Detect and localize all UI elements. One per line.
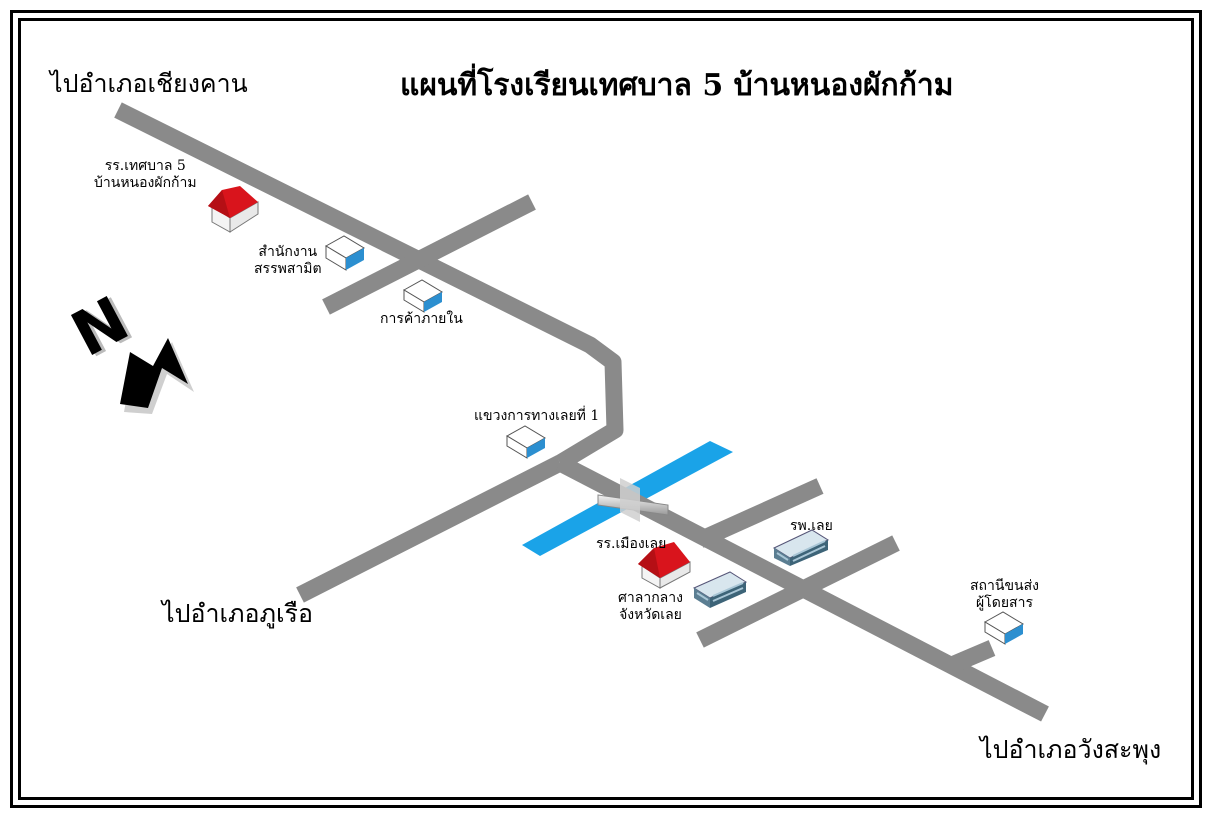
label-muang-school: รร.เมืองเลย [596,536,667,552]
label-excise-line1: สำนักงาน [258,244,318,260]
label-highway-office: แขวงการทางเลยที่ 1 [474,408,600,424]
label-excise-office: สำนักงาน สรรพสามิต [254,244,322,278]
label-school: รร.เทศบาล 5 บ้านหนองผักก้าม [94,158,197,192]
excise-office-building-icon [325,235,365,271]
label-city-hall-line1: ศาลากลาง [618,590,683,606]
road-to-phu-ruea [296,455,564,603]
destination-phu-ruea: ไปอำเภอภูเรือ [162,599,314,628]
bus-station-building-icon [984,611,1024,645]
map-title: แผนที่โรงเรียนเทศบาล 5 บ้านหนองผักก้าม [400,68,954,103]
city-hall-building-icon [692,571,748,608]
label-school-line2: บ้านหนองผักก้าม [94,175,197,191]
muang-school-building-icon [638,542,691,589]
label-bus-line1: สถานีขนส่ง [970,578,1039,594]
label-bus-line2: ผู้โดยสาร [976,595,1033,611]
destination-wang-saphung: ไปอำเภอวังสะพุง [980,735,1162,764]
inner-frame [18,18,1194,800]
cross-road-hospital [696,478,824,548]
highway-office-building-icon [506,425,546,459]
label-city-hall-line2: จังหวัดเลย [619,607,682,623]
school-building-icon [208,186,259,233]
bus-station-spur [948,640,996,673]
bridge [597,478,669,522]
label-school-line1: รร.เทศบาล 5 [104,158,186,174]
main-road-north [114,102,624,471]
cross-road-north [322,194,536,315]
hospital-building-icon [772,529,830,566]
north-arrow [120,338,194,414]
label-commerce: การค้าภายใน [380,311,463,327]
label-city-hall: ศาลากลาง จังหวัดเลย [618,590,683,624]
label-excise-line2: สรรพสามิต [254,261,322,277]
outer-frame [10,10,1202,808]
commerce-building-icon [403,279,443,313]
label-bus-station: สถานีขนส่ง ผู้โดยสาร [970,578,1039,612]
label-hospital: รพ.เลย [790,518,833,534]
cross-road-south [696,535,900,648]
destination-chiang-khan: ไปอำเภอเชียงคาน [50,69,248,98]
